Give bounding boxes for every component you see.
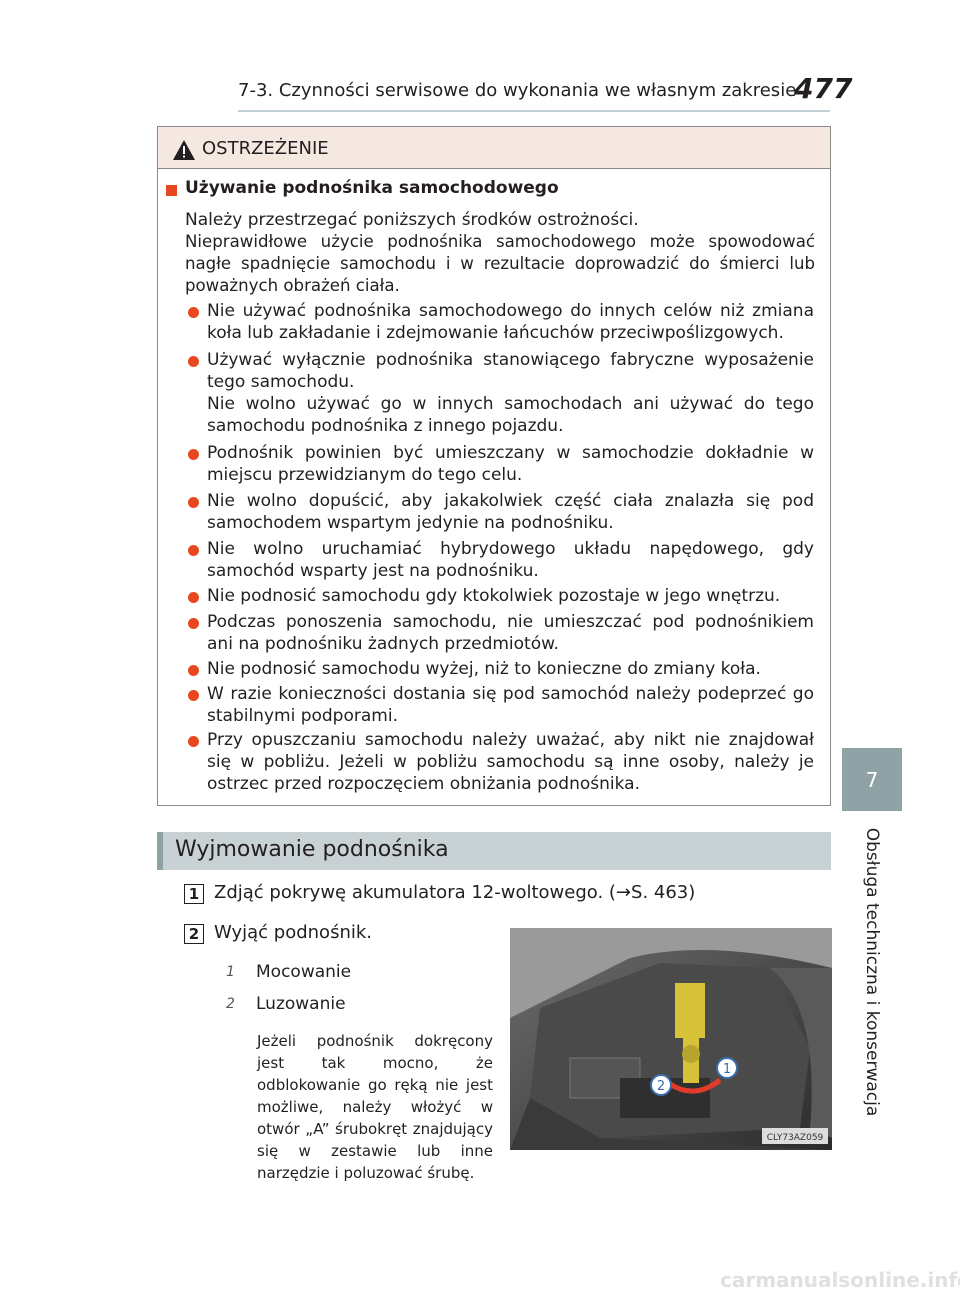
warning-bullet-9: W razie konieczności dostania się pod sa…	[207, 684, 814, 726]
warning-bullet-4: Nie wolno dopuścić, aby jakakolwiek częś…	[207, 491, 814, 533]
label-luzowanie: Luzowanie	[256, 994, 346, 1014]
warning-bullet-5: Nie wolno uruchamiać hybrydowego układu …	[207, 539, 814, 581]
warning-header: OSTRZEŻENIE	[158, 127, 830, 169]
photo-callout-1: 1	[723, 1062, 731, 1077]
label-mocowanie: Mocowanie	[256, 962, 352, 982]
warning-icon	[173, 140, 195, 160]
running-header: 7-3. Czynności serwisowe do wykonania we…	[238, 80, 797, 101]
section-title: Wyjmowanie podnośnika	[175, 837, 449, 862]
bullet-icon	[188, 545, 199, 556]
step-number-1: 1	[184, 884, 204, 904]
bullet-icon	[188, 690, 199, 701]
bullet-icon	[188, 307, 199, 318]
label-number-2: 2	[226, 996, 235, 1012]
chapter-tab: 7	[842, 748, 902, 811]
warning-bullet-2: Używać wyłącznie podnośnika stanowiącego…	[207, 350, 814, 392]
warning-bullet-7: Podczas ponoszenia samochodu, nie umiesz…	[207, 612, 814, 654]
page-number: 477	[794, 72, 853, 105]
bullet-icon	[188, 497, 199, 508]
warning-bullet-6: Nie podnosić samochodu gdy ktokolwiek po…	[207, 586, 781, 606]
warning-intro-2: Nieprawidłowe użycie podnośnika samochod…	[185, 232, 815, 295]
warning-bullet-1: Nie używać podnośnika samochodowego do i…	[207, 301, 814, 343]
trunk-illustration: 1 2 CLY73AZ059	[510, 928, 832, 1150]
step-1-text: Zdjąć pokrywę akumulatora 12-woltowego. …	[214, 882, 696, 903]
bullet-icon	[188, 618, 199, 629]
bullet-icon	[188, 356, 199, 367]
chapter-side-label: Obsługa techniczna i konserwacja	[842, 822, 902, 1122]
warning-intro-1: Należy przestrzegać poniższych środków o…	[185, 210, 639, 230]
square-bullet-icon	[166, 185, 177, 196]
warning-bullet-8: Nie podnosić samochodu wyżej, niż to kon…	[207, 659, 761, 679]
bullet-icon	[188, 665, 199, 676]
bullet-icon	[188, 449, 199, 460]
bullet-icon	[188, 736, 199, 747]
bullet-icon	[188, 592, 199, 603]
header-rule	[238, 110, 830, 112]
watermark: carmanualsonline.info	[720, 1268, 960, 1292]
section-heading-bar: Wyjmowanie podnośnika	[157, 832, 831, 870]
warning-bullet-2-cont: Nie wolno używać go w innych samochodach…	[207, 394, 814, 436]
jack-photo: 1 2 CLY73AZ059	[510, 928, 832, 1150]
step-2-text: Wyjąć podnośnik.	[214, 922, 373, 943]
warning-bullet-3: Podnośnik powinien być umieszczany w sam…	[207, 443, 814, 485]
image-code: CLY73AZ059	[767, 1133, 824, 1143]
jack-note: Jeżeli podnośnik dokręcony jest tak mocn…	[257, 1032, 493, 1182]
warning-title: OSTRZEŻENIE	[202, 138, 329, 159]
photo-callout-2: 2	[657, 1079, 665, 1094]
label-number-1: 1	[226, 964, 235, 980]
chapter-title: Obsługa techniczna i konserwacja	[862, 827, 882, 1117]
warning-subtitle: Używanie podnośnika samochodowego	[185, 178, 559, 198]
step-number-2: 2	[184, 924, 204, 944]
warning-box: OSTRZEŻENIE	[157, 126, 831, 806]
warning-bullet-10: Przy opuszczaniu samochodu należy uważać…	[207, 730, 814, 794]
section-bar-accent	[157, 832, 163, 870]
